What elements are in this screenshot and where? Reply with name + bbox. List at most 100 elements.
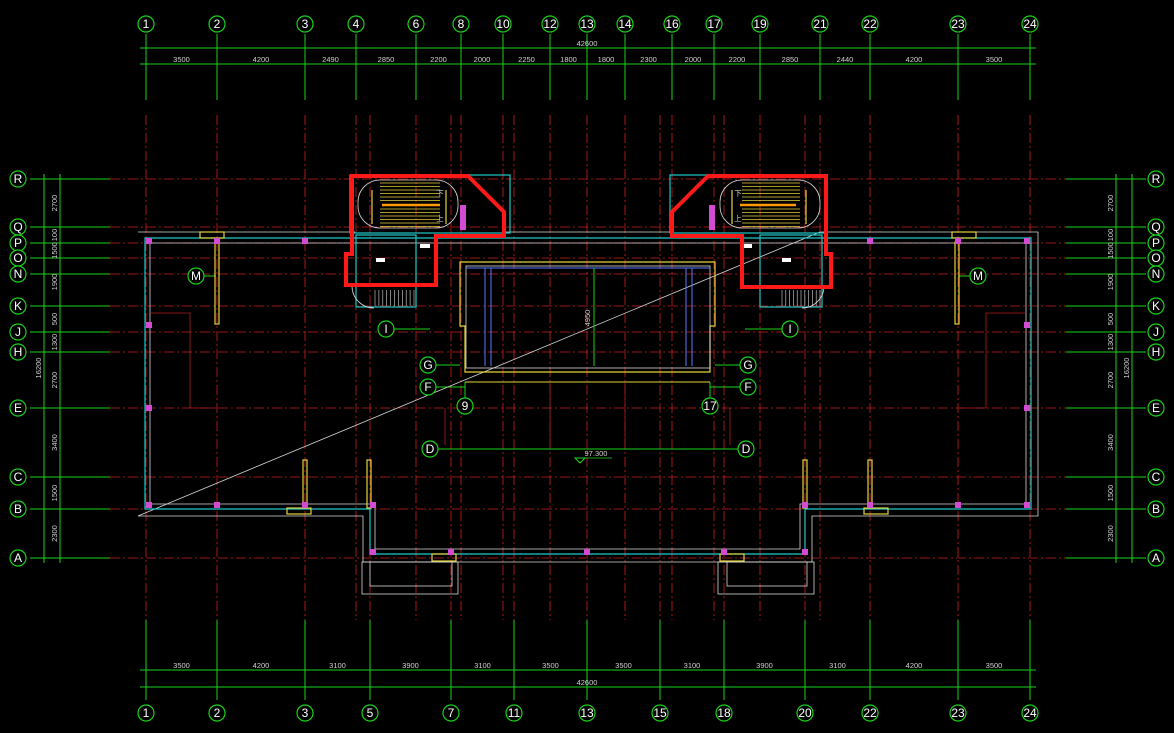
- dim-text-top: 2850: [782, 55, 799, 64]
- svg-text:P: P: [1152, 236, 1160, 250]
- svg-text:9: 9: [462, 399, 469, 413]
- axis-bubble-left: P: [9, 234, 27, 252]
- axis-bubble-top: 16: [663, 15, 681, 33]
- dim-text-bottom: 3500: [986, 661, 1003, 670]
- svg-text:4: 4: [353, 17, 360, 31]
- column-marker: [802, 502, 808, 508]
- dim-text-top: 4200: [906, 55, 923, 64]
- dim-text-side-right: 1500: [1106, 242, 1115, 259]
- dim-text-side-left: 3400: [50, 434, 59, 451]
- dim-text-side-right: 1300: [1106, 334, 1115, 351]
- column-marker: [1024, 322, 1030, 328]
- column-marker: [214, 502, 220, 508]
- dim-text-top: 4200: [253, 55, 270, 64]
- axis-bubble-bottom: 13: [578, 704, 596, 722]
- svg-text:O: O: [1151, 251, 1160, 265]
- svg-text:1: 1: [143, 17, 150, 31]
- svg-text:20: 20: [798, 706, 812, 720]
- axis-bubble-left: C: [9, 468, 27, 486]
- axis-bubble-right: R: [1147, 170, 1165, 188]
- column-marker: [1024, 405, 1030, 411]
- column-marker: [370, 502, 376, 508]
- axis-bubble-right: E: [1147, 399, 1165, 417]
- svg-text:Q: Q: [13, 220, 22, 234]
- inner-bubble-i-right: I: [781, 320, 799, 338]
- dim-text-side-right: 1900: [1106, 274, 1115, 291]
- highlight-outlines: [344, 174, 833, 289]
- axis-bubble-top: 10: [494, 15, 512, 33]
- dim-text-top: 2000: [474, 55, 491, 64]
- dim-text-top: 2000: [685, 55, 702, 64]
- svg-text:I: I: [384, 322, 387, 336]
- building-outline: [137, 231, 1039, 595]
- axis-bubble-right: C: [1147, 468, 1165, 486]
- svg-text:G: G: [743, 358, 752, 372]
- column-marker: [955, 238, 961, 244]
- axis-bubble-top: 4: [347, 15, 365, 33]
- dim-text-side-right: 100: [1106, 229, 1115, 242]
- dim-text-top: 3500: [986, 55, 1003, 64]
- svg-text:14: 14: [618, 17, 632, 31]
- column-marker: [584, 549, 590, 555]
- interior-lines: [150, 312, 1026, 445]
- axis-bubble-top: 1: [137, 15, 155, 33]
- axis-bubble-bottom: 23: [949, 704, 967, 722]
- column-marker: [146, 405, 152, 411]
- column-marker: [1024, 238, 1030, 244]
- axis-bubble-left: Q: [9, 218, 27, 236]
- svg-text:24: 24: [1023, 17, 1037, 31]
- column-marker: [802, 549, 808, 555]
- svg-text:C: C: [1152, 470, 1161, 484]
- axis-bubble-right: K: [1147, 297, 1165, 315]
- axis-bubble-right: N: [1147, 265, 1165, 283]
- svg-text:M: M: [191, 269, 201, 283]
- axis-bubble-top: 8: [452, 15, 470, 33]
- axis-bubble-bottom: 15: [651, 704, 669, 722]
- dim-text-side-right: 1500: [1106, 485, 1115, 502]
- axis-bubble-top: 19: [751, 15, 769, 33]
- axis-bubble-top: 12: [541, 15, 559, 33]
- dim-text-top: 2850: [378, 55, 395, 64]
- dim-text-bottom: 3500: [173, 661, 190, 670]
- axis-bubble-top: 3: [296, 15, 314, 33]
- svg-text:G: G: [423, 358, 432, 372]
- svg-text:B: B: [1152, 502, 1160, 516]
- elevation-mark: 97.300: [573, 449, 612, 464]
- axis-bubble-bottom: 1: [137, 704, 155, 722]
- axis-bubble-left: H: [9, 343, 27, 361]
- axis-grid-lines: [110, 115, 1066, 620]
- inner-bubble-f-left: F: [419, 378, 437, 396]
- dimension-lines: [30, 34, 1146, 700]
- axis-bubble-bottom: 20: [796, 704, 814, 722]
- svg-text:J: J: [1153, 325, 1159, 339]
- column-marker: [370, 549, 376, 555]
- axis-bubble-top: 14: [616, 15, 634, 33]
- dim-text-bottom: 3900: [402, 661, 419, 670]
- dim-text-bottom: 3500: [615, 661, 632, 670]
- svg-text:R: R: [1152, 172, 1161, 186]
- svg-text:11: 11: [508, 706, 521, 720]
- dim-text-top-total: 42600: [577, 39, 598, 48]
- column-marker: [146, 502, 152, 508]
- svg-text:10: 10: [496, 17, 510, 31]
- axis-bubble-top: 21: [811, 15, 829, 33]
- axis-bubble-right: O: [1147, 249, 1165, 267]
- stair-label-down-right: 下: [734, 189, 742, 198]
- dim-text-top: 2490: [322, 55, 339, 64]
- svg-text:22: 22: [863, 17, 877, 31]
- dim-text-top: 1800: [560, 55, 577, 64]
- dim-text-bottom: 3100: [829, 661, 846, 670]
- column-marker: [867, 502, 873, 508]
- inner-bubble-d-left: D: [421, 440, 439, 458]
- svg-text:A: A: [1152, 551, 1160, 565]
- partition-walls: [199, 231, 977, 562]
- svg-text:M: M: [973, 269, 983, 283]
- svg-text:13: 13: [580, 706, 594, 720]
- inner-bubble-g-left: G: [419, 356, 437, 374]
- dim-text-side-left: 1300: [50, 334, 59, 351]
- axis-bubble-right: A: [1147, 549, 1165, 567]
- svg-text:D: D: [742, 442, 751, 456]
- axis-bubble-top: 24: [1021, 15, 1039, 33]
